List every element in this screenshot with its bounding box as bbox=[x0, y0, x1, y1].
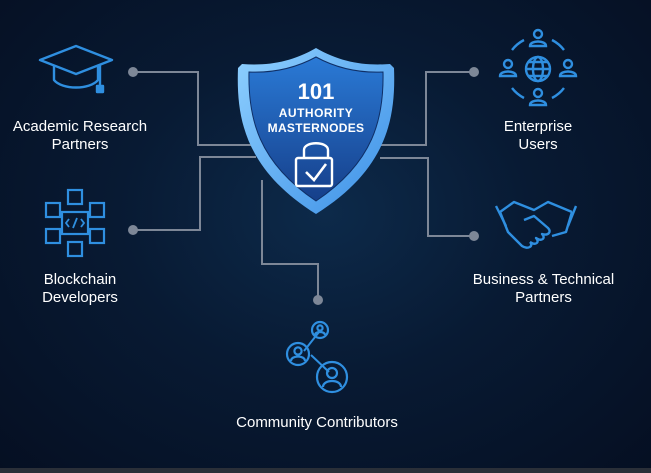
dot-blockchain bbox=[128, 225, 138, 235]
community-users-icon bbox=[285, 320, 349, 394]
label-community-line1: Community Contributors bbox=[236, 414, 398, 431]
label-business-line1: Business & Technical bbox=[472, 271, 615, 288]
dot-community bbox=[313, 295, 323, 305]
connector-community bbox=[261, 180, 319, 300]
connector-enterprise bbox=[380, 71, 474, 146]
label-enterprise-line2: Users bbox=[518, 136, 558, 153]
label-enterprise-line1: Enterprise bbox=[503, 118, 573, 135]
dot-business bbox=[469, 231, 479, 241]
shield-line1: AUTHORITY bbox=[278, 106, 354, 120]
handshake-icon bbox=[494, 200, 578, 249]
connector-blockchain bbox=[133, 156, 256, 231]
label-community: Community Contributors bbox=[210, 414, 424, 432]
blockchain-code-icon bbox=[44, 188, 106, 258]
connector-dots bbox=[128, 67, 479, 305]
dot-academic bbox=[128, 67, 138, 77]
shield-line2: MASTERNODES bbox=[267, 121, 365, 135]
dot-enterprise bbox=[469, 67, 479, 77]
label-enterprise: Enterprise Users bbox=[470, 118, 606, 154]
connector-academic bbox=[133, 71, 256, 146]
label-blockchain-line2: Developers bbox=[42, 289, 118, 306]
shield-icon bbox=[237, 48, 395, 214]
padlock-check-icon bbox=[294, 142, 334, 188]
label-academic-line1: Academic Research bbox=[12, 118, 148, 135]
label-blockchain: Blockchain Developers bbox=[10, 271, 150, 307]
label-academic-line2: Partners bbox=[51, 136, 109, 153]
bottom-strip bbox=[0, 468, 651, 473]
label-blockchain-line1: Blockchain bbox=[43, 271, 117, 288]
enterprise-network-icon bbox=[498, 28, 578, 107]
label-business-line2: Partners bbox=[515, 289, 572, 306]
label-business: Business & Technical Partners bbox=[456, 271, 631, 307]
connector-lines bbox=[133, 71, 474, 300]
connector-business bbox=[380, 157, 474, 237]
label-academic: Academic Research Partners bbox=[0, 118, 160, 154]
shield-number: 101 bbox=[297, 79, 335, 104]
graduation-cap-icon bbox=[38, 44, 114, 94]
